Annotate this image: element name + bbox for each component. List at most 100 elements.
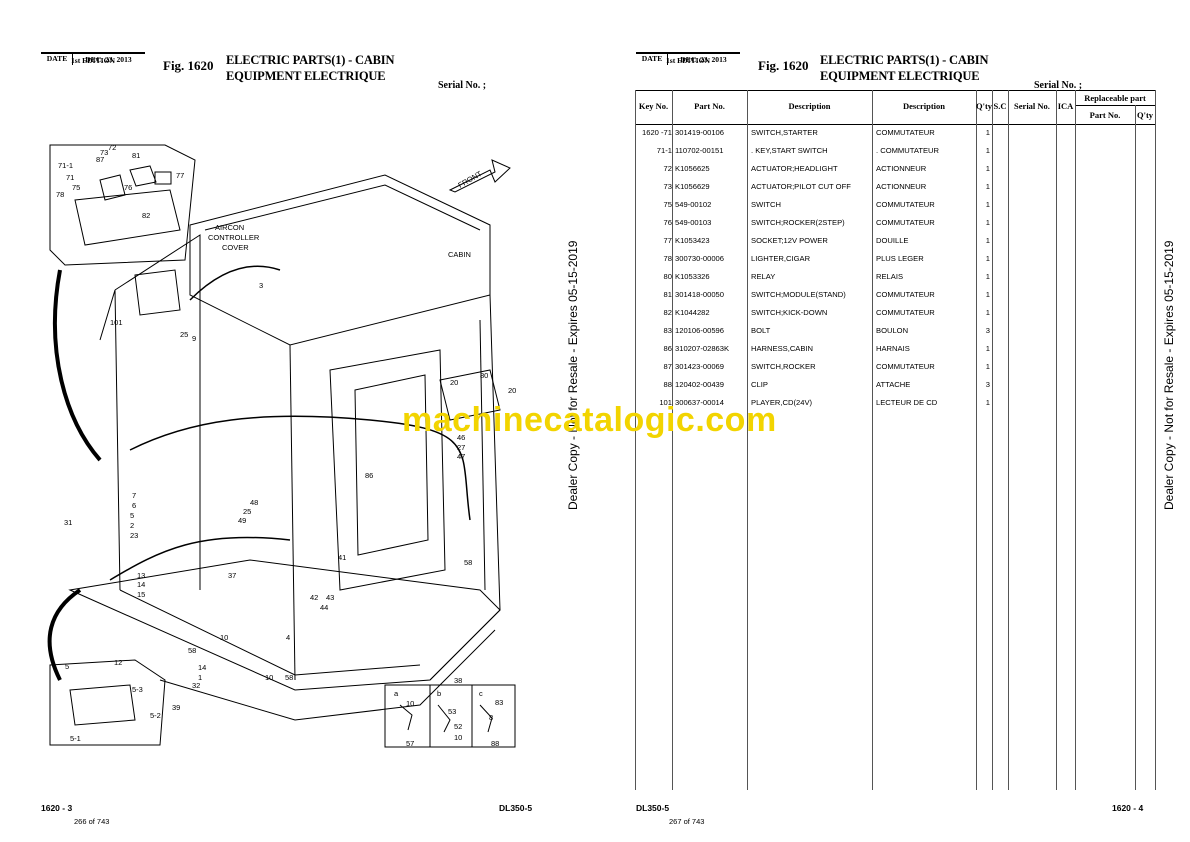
callout-number: 82 xyxy=(142,211,150,220)
callout-number: 46 xyxy=(457,433,465,442)
callout-number: 52 xyxy=(454,722,462,731)
fig-label-right: Fig. 1620 xyxy=(758,58,809,73)
part-no: 301418-00050 xyxy=(675,290,724,299)
callout-number: 31 xyxy=(64,518,72,527)
right-model: DL350-5 xyxy=(636,803,670,813)
left-page-number: 1620 - 3 xyxy=(41,803,73,813)
key-no: 86 xyxy=(663,344,672,353)
callout-number: 25 xyxy=(243,507,251,516)
label-cabin: CABIN xyxy=(448,250,471,259)
description-en: SOCKET;12V POWER xyxy=(751,236,828,245)
description-en: HARNESS,CABIN xyxy=(751,344,814,353)
part-no: 549-00103 xyxy=(675,218,712,227)
left-model: DL350-5 xyxy=(499,803,533,813)
header-description-fr: Description xyxy=(902,101,946,111)
header-key-no: Key No. xyxy=(638,101,669,111)
description-fr: BOULON xyxy=(876,326,909,335)
callout-number: 13 xyxy=(137,571,145,580)
callout-number: 78 xyxy=(56,190,64,199)
part-no: 110702-00151 xyxy=(675,146,724,155)
qty: 1 xyxy=(985,254,990,263)
description-fr: ACTIONNEUR xyxy=(876,164,927,173)
callout-number: 6 xyxy=(132,501,136,510)
key-no: 71-1 xyxy=(656,146,672,155)
part-no: 301423-00069 xyxy=(675,362,724,371)
detail-boxes xyxy=(384,684,516,748)
pedal-inset-outline xyxy=(49,659,166,746)
callout-number: 86 xyxy=(365,471,373,480)
header-replaceable: Replaceable part xyxy=(1084,93,1146,103)
callout-number: 20 xyxy=(508,386,516,395)
dealer-notice-left: Dealer Copy - Not for Resale - Expires 0… xyxy=(566,240,580,510)
description-fr: PLUS LEGER xyxy=(876,254,924,263)
callout-number: 88 xyxy=(491,739,499,748)
callout-number: 57 xyxy=(406,739,414,748)
key-no: 88 xyxy=(663,380,672,389)
key-no: 77 xyxy=(663,236,672,245)
callout-number: 12 xyxy=(114,658,122,667)
title-en: ELECTRIC PARTS(1) - CABIN xyxy=(226,53,395,67)
callout-number: 32 xyxy=(192,681,200,690)
qty: 1 xyxy=(985,164,990,173)
qty: 3 xyxy=(985,380,990,389)
parts-table: Key No. Part No. Description Description… xyxy=(635,90,1156,790)
description-fr: COMMUTATEUR xyxy=(876,290,935,299)
callout-number: 43 xyxy=(326,593,334,602)
callout-number: 7 xyxy=(132,491,136,500)
header-description-en: Description xyxy=(788,101,831,111)
part-no: 549-00102 xyxy=(675,200,712,209)
header-part-no: Part No. xyxy=(694,101,725,111)
callout-number: 10 xyxy=(454,733,462,742)
header-sc: S.C xyxy=(993,101,1007,111)
relay-bank xyxy=(439,369,501,421)
part-no: 310207-02863K xyxy=(675,344,730,353)
qty: 1 xyxy=(985,236,990,245)
callout-number: 83 xyxy=(495,698,503,707)
key-no: 82 xyxy=(663,308,672,317)
front-arrow xyxy=(448,159,511,193)
qty: 1 xyxy=(985,128,990,137)
part-no: K1056625 xyxy=(675,164,710,173)
callout-number: 8 xyxy=(489,713,493,722)
dealer-notice-right: Dealer Copy - Not for Resale - Expires 0… xyxy=(1162,240,1176,510)
callout-number: 3 xyxy=(259,281,263,290)
edition-right: 1st EDITION xyxy=(637,53,739,66)
part-no: K1053326 xyxy=(675,272,710,281)
qty: 1 xyxy=(985,344,990,353)
description-fr: LECTEUR DE CD xyxy=(876,398,938,407)
part-no: 301419-00106 xyxy=(675,128,724,137)
description-fr: ACTIONNEUR xyxy=(876,182,927,191)
callout-number: 5 xyxy=(65,662,69,671)
title-fr: EQUIPMENT ELECTRIQUE xyxy=(226,69,386,83)
description-en: LIGHTER,CIGAR xyxy=(751,254,811,263)
callout-number: 101 xyxy=(110,318,123,327)
description-en: BOLT xyxy=(751,326,771,335)
callout-number: 81 xyxy=(132,151,140,160)
title-fr-right: EQUIPMENT ELECTRIQUE xyxy=(820,69,980,83)
key-no: 87 xyxy=(663,362,672,371)
callout-number: 5-2 xyxy=(150,711,161,720)
cd-player xyxy=(134,269,181,316)
callout-number: 49 xyxy=(238,516,246,525)
qty: 1 xyxy=(985,308,990,317)
description-fr: . COMMUTATEUR xyxy=(876,146,939,155)
callout-number: 27 xyxy=(457,443,465,452)
callout-number: 25 xyxy=(180,330,188,339)
left-page-count: 266 of 743 xyxy=(74,817,110,826)
callout-number: 47 xyxy=(457,452,465,461)
qty: 1 xyxy=(985,200,990,209)
description-fr: COMMUTATEUR xyxy=(876,218,935,227)
callout-number: 15 xyxy=(137,590,145,599)
header-serial-no: Serial No. xyxy=(1014,101,1050,111)
header-rep-part-no: Part No. xyxy=(1089,110,1121,120)
callout-number: 87 xyxy=(96,155,104,164)
serial-label-right: Serial No. ; xyxy=(1034,80,1083,91)
callout-number: 38 xyxy=(454,676,462,685)
